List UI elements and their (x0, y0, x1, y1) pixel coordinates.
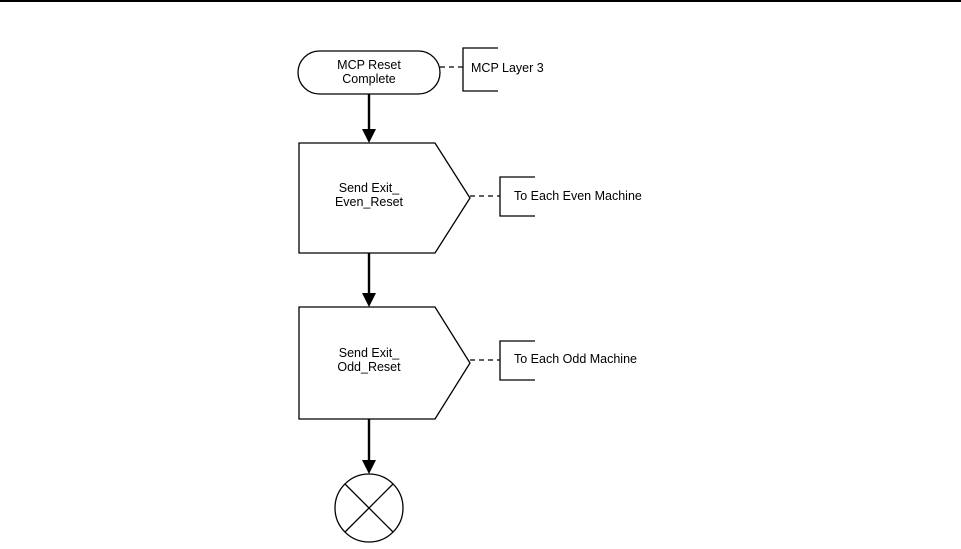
start-state-label-1: MCP Reset (337, 58, 401, 72)
send-odd-comment-text: To Each Odd Machine (514, 352, 637, 366)
start-comment: MCP Layer 3 (440, 47, 544, 92)
send-odd-output: Send Exit_ Odd_Reset (298, 306, 471, 420)
send-even-output: Send Exit_ Even_Reset (298, 142, 471, 254)
start-comment-bracket (462, 47, 498, 92)
send-even-comment-bracket (499, 176, 535, 217)
send-even-label-1: Send Exit_ (339, 181, 401, 195)
send-odd-comment-bracket (499, 340, 535, 381)
flow-arrow-1 (362, 94, 376, 143)
flow-arrow-3 (362, 419, 376, 474)
send-even-comment-text: To Each Even Machine (514, 189, 642, 203)
send-even-comment: To Each Even Machine (470, 176, 642, 217)
send-odd-label-1: Send Exit_ (339, 346, 401, 360)
start-comment-text: MCP Layer 3 (471, 61, 544, 75)
send-odd-comment: To Each Odd Machine (470, 340, 637, 381)
stop-x-icon (334, 473, 404, 543)
flow-arrow-2 (362, 253, 376, 307)
send-even-label-2: Even_Reset (335, 195, 404, 209)
send-odd-label-2: Odd_Reset (337, 360, 401, 374)
start-state: MCP Reset Complete (297, 50, 441, 95)
start-state-label-2: Complete (342, 72, 396, 86)
